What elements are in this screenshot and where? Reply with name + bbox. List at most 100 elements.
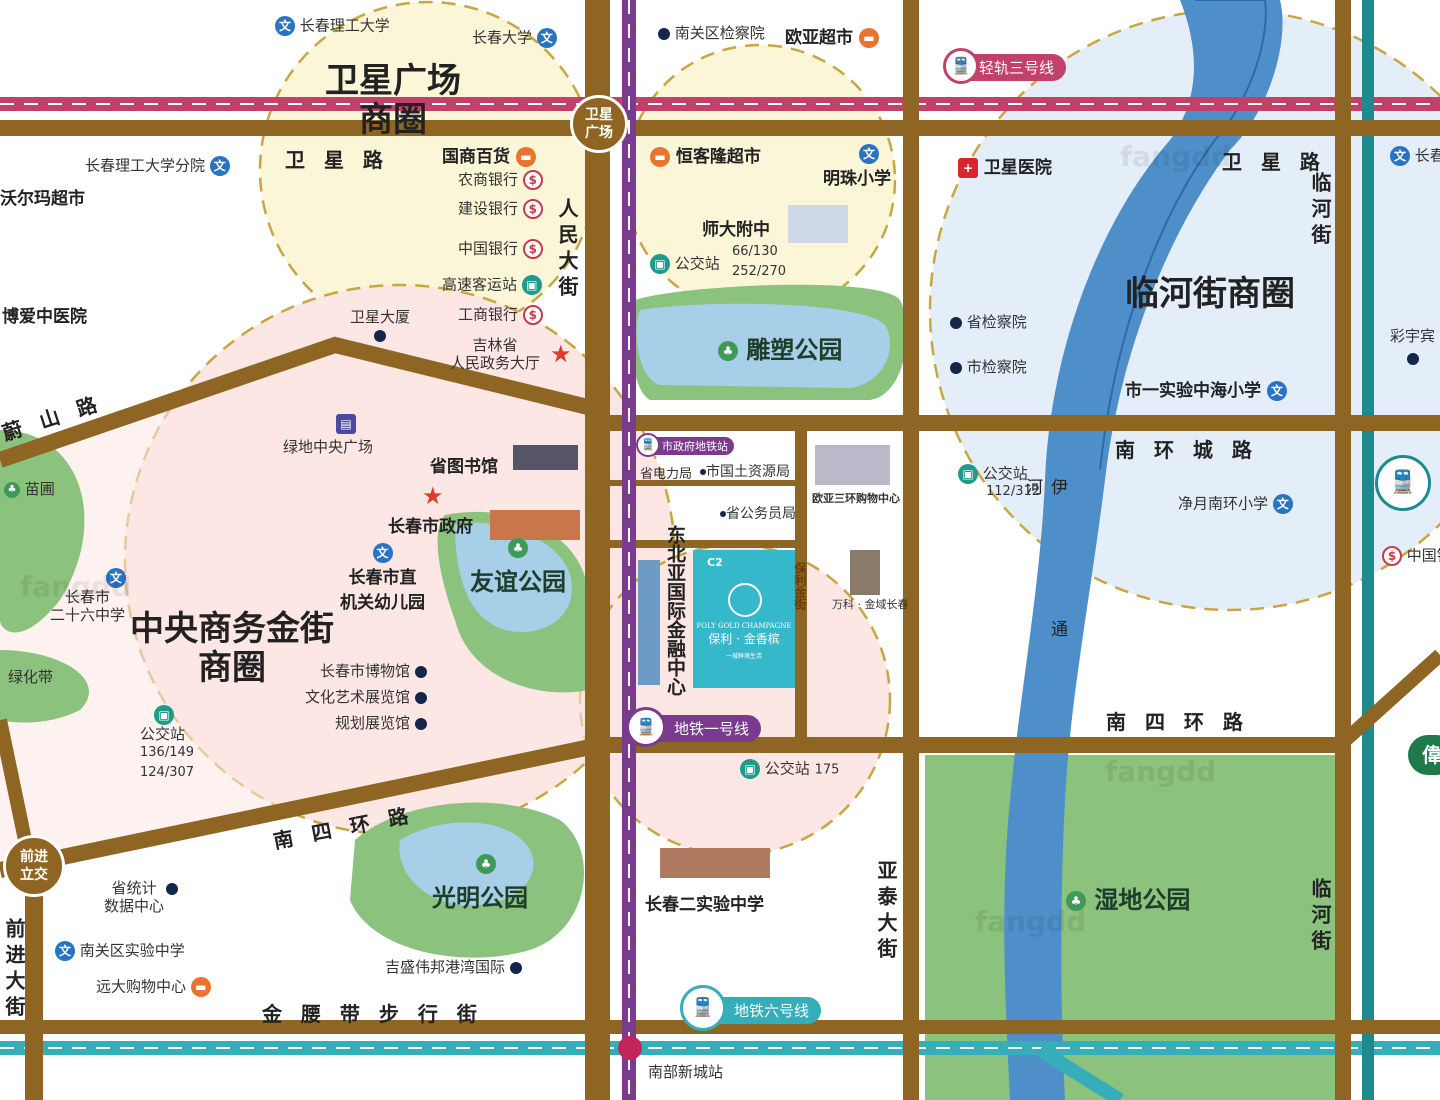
- project-en: POLY GOLD CHAMPAGNE: [696, 622, 792, 630]
- qianjin-street-label: 前进大街: [2, 918, 26, 1022]
- nanbu-station-label: 南部新城站: [648, 1063, 724, 1081]
- watermark: fangdd: [1120, 140, 1232, 173]
- linhe-street-label-north: 临河街: [1308, 172, 1332, 250]
- school-icon: 文: [275, 16, 295, 36]
- tree-icon: ♣: [1066, 891, 1086, 911]
- shidi-park: ♣ 湿地公园: [1066, 880, 1190, 915]
- poi-cc-daxue: 长春大学 文: [472, 28, 557, 48]
- poi-jianshe: 建设银行 $: [458, 199, 543, 219]
- dot-icon: [720, 511, 726, 517]
- cbd-district-label: 中央商务金街 商圈: [130, 609, 334, 689]
- poi-nanguan-sy: 文 南关区实验中学: [55, 941, 185, 961]
- dot-icon: [950, 316, 962, 329]
- city-hall-station-label: 🚆 市政府地铁站: [636, 433, 734, 457]
- miaopu-area: [0, 430, 85, 633]
- train-icon: 🚆: [680, 985, 726, 1031]
- qianjin-interchange-node: 前进 立交: [3, 835, 65, 897]
- bank-icon: $: [522, 170, 543, 190]
- bank-icon: $: [522, 239, 543, 259]
- poi-zhongguo: 中国银行 $: [458, 239, 543, 259]
- dot-icon: [414, 717, 427, 730]
- poi-ligong-fenyuan: 长春理工大学分院 文: [85, 156, 230, 176]
- bus-icon: ▣: [154, 705, 174, 725]
- poi-nanguan-jcy: 南关区检察院: [658, 24, 765, 42]
- project-cn: 保利 · 金香槟: [708, 632, 780, 646]
- poi-boai: 博爱中医院: [2, 307, 87, 327]
- poi-ouya: 欧亚超市 ▬: [785, 23, 879, 48]
- poi-changqing: 文 长春: [1390, 146, 1440, 166]
- jinyaodai-road: [0, 1020, 1440, 1034]
- school-icon: 文: [859, 144, 879, 164]
- nansihuan-road-east: [585, 737, 1340, 753]
- dot-icon: [700, 469, 706, 475]
- star-icon: ★: [422, 482, 444, 510]
- yatai-street-label: 亚泰大街: [874, 860, 898, 964]
- youyi-park: ♣友谊公园: [470, 538, 566, 597]
- poi-jisheng: 吉盛伟邦港湾国际: [385, 958, 522, 976]
- poi-er-shiyan: 长春二实验中学: [645, 895, 764, 915]
- nanhuancheng-road: [585, 415, 1440, 431]
- weishan-road: [0, 336, 602, 468]
- school-icon: 文: [209, 156, 230, 176]
- poi-shengtu: 省图书馆: [430, 457, 498, 477]
- project-sub: 一城鲜境生活: [725, 653, 762, 660]
- poi-guoshang: 国商百货 ▬: [442, 142, 536, 167]
- tree-icon: ♣: [476, 854, 496, 874]
- poi-lvdi: ▤绿地中央广场: [283, 414, 373, 456]
- dot-icon: [1406, 353, 1419, 365]
- dongbeiya-label: 东北亚国际金融中心: [664, 525, 686, 696]
- building-icon: ▤: [336, 414, 356, 434]
- miaopu-label: ♣ 苗圃: [4, 480, 55, 498]
- poi-caiyu: 彩宇宾: [1390, 327, 1435, 365]
- poi-jingyue: 净月南环小学 文: [1178, 494, 1293, 514]
- baoli-street-label: 保利金街: [793, 562, 807, 610]
- nansihuan-road-label-east: 南 四 环 路: [1106, 710, 1249, 734]
- poi-zhongguo-e: $ 中国银: [1382, 546, 1440, 566]
- lvhuadai-area: [0, 650, 89, 723]
- renmin-street-label: 人民大街: [555, 198, 579, 302]
- weixing-square-node: 卫星 广场: [570, 95, 628, 153]
- linhe-district-label: 临河街商圈: [1125, 274, 1295, 314]
- weixing-road: [0, 120, 1440, 136]
- shop-icon: ▬: [650, 147, 670, 167]
- school-icon: 文: [536, 28, 557, 48]
- school-icon: 文: [1266, 381, 1287, 401]
- light-rail-3-label: 🚆 轻轨三号线: [943, 48, 1067, 84]
- watermark: fangdd: [20, 570, 132, 603]
- school-icon: 文: [55, 941, 75, 961]
- poi-wanke: 万科 · 金域长春: [832, 598, 909, 611]
- nanhuancheng-road-label: 南 环 城 路: [1115, 438, 1258, 462]
- project-code: C2: [707, 556, 723, 569]
- dot-icon: [414, 665, 427, 678]
- edge-marker: 偉: [1408, 735, 1440, 775]
- shop-icon: ▬: [190, 977, 211, 997]
- poi-gongshang: 工商银行 $: [458, 305, 543, 325]
- poi-youer: 文 长春市直 机关幼儿园: [340, 543, 425, 613]
- lvhuadai-label: 绿化带: [8, 668, 54, 686]
- poi-zhengwu: 吉林省 人民政务大厅★: [450, 336, 572, 372]
- hospital-icon: +: [958, 158, 978, 178]
- star-icon: ★: [550, 340, 572, 368]
- poi-guihua: 规划展览馆: [335, 714, 427, 732]
- train-icon: 🚆: [1375, 455, 1431, 511]
- tree-icon: ♣: [508, 538, 528, 558]
- shop-icon: ▬: [515, 147, 536, 167]
- dot-icon: [166, 883, 178, 895]
- poi-er-shiliu: 文 长春市 二十六中学: [50, 568, 126, 624]
- weixing-district-label: 卫星广场 商圈: [325, 61, 461, 141]
- bank-icon: $: [522, 199, 543, 219]
- tree-icon: ♣: [4, 481, 20, 498]
- school-icon: 文: [1272, 494, 1293, 514]
- metro-6-label: 🚆 地铁六号线: [680, 985, 822, 1031]
- poi-nongshang: 农商银行 $: [458, 170, 543, 190]
- poi-sheng-dl: 省电力局: [640, 467, 693, 482]
- poi-shengtongji: 省统计 数据中心: [104, 879, 178, 915]
- train-icon: 🚆: [943, 48, 979, 84]
- poi-woerma: 沃尔玛超市: [0, 189, 85, 209]
- weixing-road-label-east: 卫 星 路: [1222, 150, 1326, 174]
- train-icon: 🚆: [636, 433, 660, 457]
- bus-icon: ▣: [650, 254, 670, 274]
